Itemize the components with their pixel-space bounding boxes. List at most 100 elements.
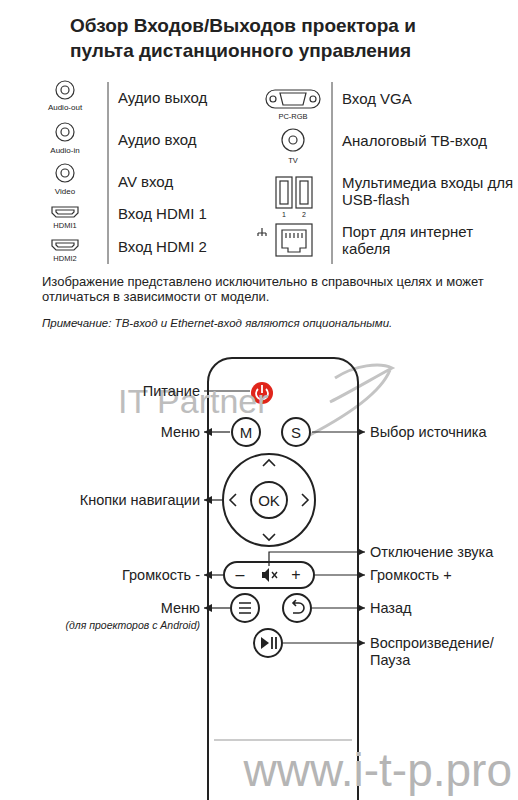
hdmi-icon [56, 210, 74, 214]
leader-line [269, 552, 365, 566]
vga-socket [280, 93, 306, 105]
nav-right [302, 494, 308, 506]
port-description: Аналоговый ТВ-вход [342, 132, 487, 149]
menu-button [231, 594, 259, 622]
port-description: Аудио вход [118, 131, 197, 148]
port-label: TV [288, 157, 298, 166]
port-label: Video [55, 187, 75, 196]
remote-body [208, 358, 358, 800]
vga-icon [266, 90, 320, 108]
port-description: Вход VGA [342, 90, 412, 107]
jack-icon [61, 128, 69, 136]
callout: Отключение звука [370, 544, 493, 561]
button-symbol: + [291, 566, 300, 584]
port-description: Вход HDMI 1 [118, 205, 207, 222]
port-number: 2 [302, 211, 306, 219]
nav-up [263, 460, 275, 466]
play-icon [261, 637, 269, 649]
port-description: Вход HDMI 2 [118, 238, 207, 255]
ethernet-pins [286, 233, 302, 238]
hdmi-icon [52, 207, 78, 217]
usb-port [300, 181, 308, 204]
callout: Громкость - [122, 567, 200, 584]
port-description: Аудио выход [118, 89, 207, 106]
vga-screw [270, 96, 276, 102]
nav-arrows [230, 460, 308, 540]
jack-icon [56, 123, 74, 141]
button-label: OK [258, 493, 280, 508]
remote-button: OK [250, 481, 288, 519]
nav-left [230, 494, 236, 506]
usb-port [296, 177, 312, 208]
callout: Громкость + [370, 567, 452, 584]
jack-icon [56, 81, 74, 99]
button-label: S [291, 425, 301, 440]
ethernet-port [276, 224, 312, 256]
hdmi-icon [52, 240, 78, 250]
pause-icon [272, 637, 276, 649]
callout: Меню [161, 424, 200, 441]
port-label: HDMI2 [53, 255, 76, 264]
jack-icon [56, 164, 74, 182]
leader-line [204, 499, 222, 500]
separator [332, 82, 333, 264]
usb-port [280, 181, 288, 204]
vga-housing [266, 90, 320, 108]
jack-icon [61, 169, 69, 177]
callout: Назад [370, 600, 412, 617]
note: Примечание: ТВ-вход и Ethernet-вход явля… [42, 317, 512, 330]
leader-line [204, 431, 230, 432]
nav-down [263, 534, 275, 540]
title: Обзор Входов/Выходов проектора и пульта … [70, 14, 450, 63]
tv-jack [289, 136, 297, 144]
vga-screw [310, 96, 316, 102]
remote-button: S [281, 417, 311, 447]
remote [208, 358, 358, 800]
mute-icon [272, 572, 277, 578]
nav-ring [223, 454, 315, 546]
remote-seam [214, 740, 352, 741]
back-icon [293, 600, 304, 613]
port-label: Audio-out [48, 103, 82, 112]
ethernet-icon [258, 224, 312, 256]
callout: Меню [161, 600, 200, 617]
port-description: AV вход [118, 173, 173, 190]
leader-line [312, 431, 365, 432]
hdmi-icons [52, 207, 78, 250]
callout: Питание [143, 383, 200, 400]
tv-icon [282, 129, 304, 151]
tv-jack [282, 129, 304, 151]
ethernet-jack [282, 230, 306, 252]
leader-line [312, 607, 365, 608]
callout: Воспроизведение/ Пауза [370, 635, 510, 668]
port-description: Мультимедиа входы для USB-flash [342, 174, 514, 209]
leader-lines [204, 391, 365, 643]
button-label: M [240, 425, 253, 440]
leader-line [204, 574, 223, 575]
port-label: Audio-in [50, 146, 79, 155]
usb-port [276, 177, 292, 208]
button-symbol: – [236, 566, 245, 584]
menu-icon [239, 603, 251, 613]
callout: Выбор источника [370, 424, 487, 441]
port-label: PC-RGB [278, 113, 307, 122]
network-symbol [258, 228, 266, 236]
separator [108, 82, 109, 264]
leader-line [315, 574, 365, 575]
remote-button: M [231, 417, 261, 447]
port-number: 1 [282, 211, 286, 219]
play-button [254, 629, 282, 657]
disclaimer: Изображение представлено исключительно в… [42, 275, 502, 305]
port-label: HDMI1 [53, 222, 76, 231]
jack-icon [61, 86, 69, 94]
callout-note: (для проекторов с Android) [65, 619, 200, 631]
hdmi-icon [56, 243, 74, 247]
usb-icons [276, 177, 312, 208]
back-button [283, 594, 311, 622]
leader-line [283, 642, 365, 643]
jack-icons [56, 81, 74, 182]
leader-line [204, 607, 230, 608]
mute-icon [262, 568, 269, 582]
callout: Кнопки навигации [80, 492, 200, 509]
